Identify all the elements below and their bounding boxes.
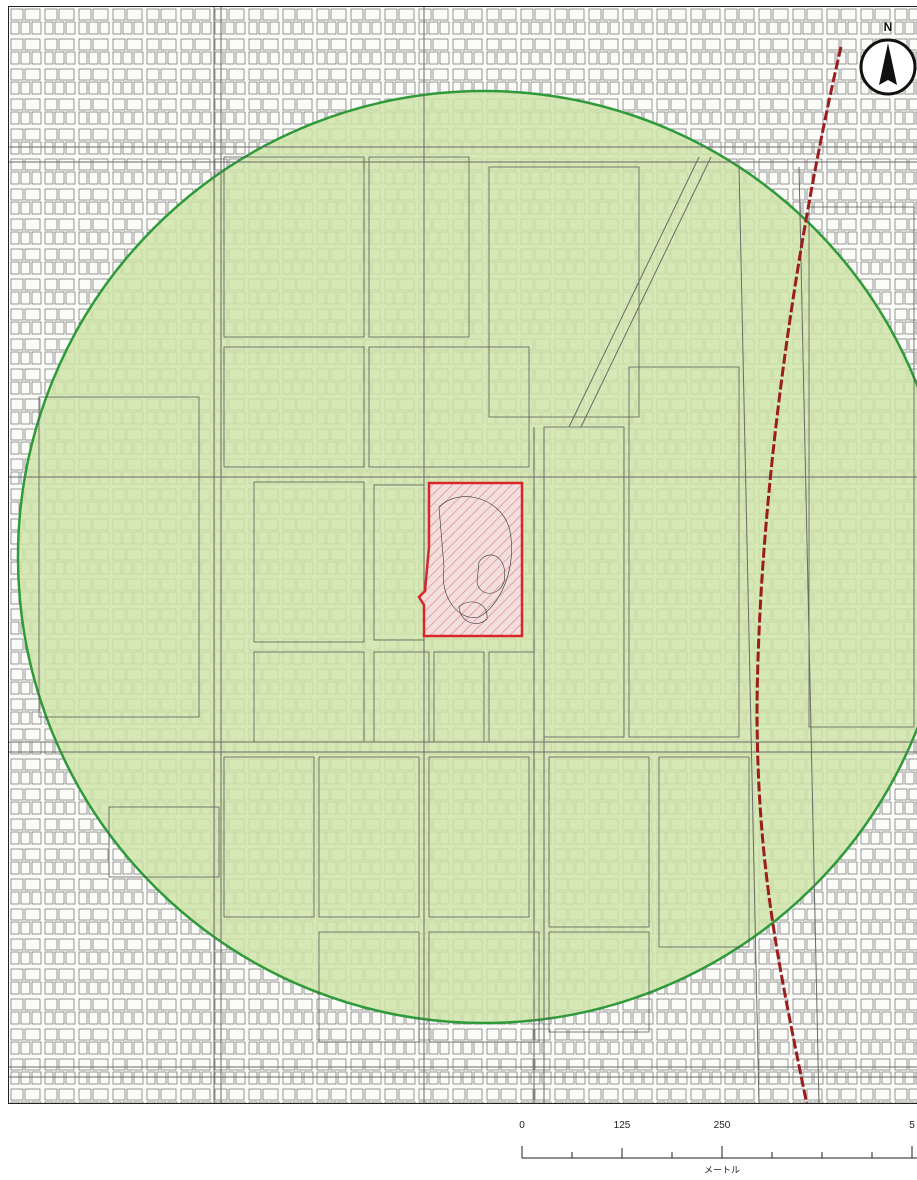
scale-bar: 0 125 250 5 メートル bbox=[500, 1120, 917, 1180]
project-site[interactable] bbox=[417, 481, 524, 638]
scale-tick-0: 0 bbox=[519, 1120, 525, 1131]
railway-line bbox=[755, 46, 843, 1103]
scale-tick-end: 5 bbox=[909, 1120, 915, 1131]
north-arrow-icon bbox=[859, 38, 917, 96]
scale-tick-250: 250 bbox=[713, 1120, 731, 1131]
scale-tick-125: 125 bbox=[613, 1120, 631, 1131]
site-contours bbox=[438, 496, 512, 624]
roads bbox=[9, 7, 917, 1103]
north-label: N bbox=[883, 20, 893, 34]
block-grid bbox=[38, 156, 915, 1043]
north-arrow: N bbox=[857, 21, 917, 101]
scale-bar-graphic bbox=[521, 1146, 917, 1159]
map-frame[interactable]: N bbox=[8, 6, 917, 1104]
map-canvas[interactable] bbox=[9, 7, 917, 1104]
scale-unit-label: メートル bbox=[703, 1165, 741, 1175]
